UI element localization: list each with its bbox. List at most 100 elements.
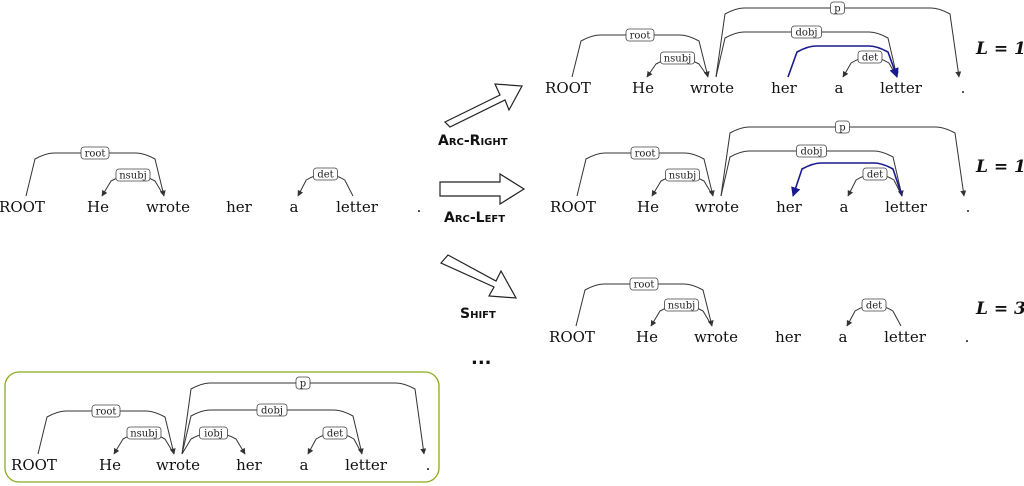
arc-label-p: p (834, 4, 840, 15)
arc-label-box-dobj (256, 403, 288, 417)
arc-label-box-det (861, 298, 887, 312)
arc-label-iobj: iobj (204, 429, 223, 440)
arc-label-det: det (317, 170, 333, 181)
shift-label: Shift (460, 306, 496, 322)
arc-label-box-dobj (791, 25, 822, 39)
word-token-3: her (776, 198, 803, 216)
arc-left-arrow-icon (439, 172, 526, 206)
arc-label-dobj: dobj (801, 147, 823, 158)
arc-label-det: det (866, 301, 882, 312)
arc-p (720, 126, 967, 197)
word-token-3: her (775, 328, 802, 346)
word-token-1: He (637, 198, 659, 216)
word-token-5: letter (884, 328, 927, 346)
shift-arrow-icon (440, 254, 518, 299)
arc-left-label: Arc-Left (444, 210, 505, 226)
word-token-4: a (835, 79, 844, 97)
arc-right-label: Arc-Right (438, 133, 508, 149)
arc-right-arrow-icon (443, 83, 523, 128)
word-token-2: wrote (690, 79, 734, 97)
loss-arc-right: L = 1 (975, 39, 1024, 59)
word-token-2: wrote (695, 198, 739, 216)
word-token-2: wrote (694, 328, 738, 346)
arc-label-box-root (91, 404, 121, 418)
arc-label-box-root (80, 146, 110, 160)
arc-label-nsubj: nsubj (130, 429, 158, 440)
arc-label-nsubj: nsubj (119, 171, 147, 182)
arc-p (715, 7, 962, 78)
more-actions-ellipsis: ... (471, 348, 492, 369)
word-token-2: wrote (146, 198, 190, 216)
arc-label-box-det (322, 426, 348, 440)
word-token-3: her (771, 79, 798, 97)
arc-label-dobj: dobj (796, 28, 818, 39)
word-token-1: He (87, 198, 109, 216)
shift-result-tree: ROOT He wrote her a letter. root nsubj det (549, 277, 970, 346)
current-configuration-tree: ROOT He wrote her a letter. root nsubj det (0, 146, 422, 216)
word-token-0: ROOT (549, 328, 595, 346)
word-token-5: letter (885, 198, 928, 216)
arc-label-det: det (862, 53, 878, 64)
word-token-6: . (966, 198, 971, 216)
arc-label-p: p (300, 379, 306, 390)
arc-label-box-root (625, 28, 655, 42)
gold-tree-box (4, 371, 440, 483)
arc-label-root: root (96, 407, 117, 418)
arc-label-box-root (630, 146, 660, 160)
arc-left-result-tree: ROOT He wrote her a letter. root nsubj dobj p det (550, 120, 971, 216)
word-token-6: . (961, 79, 966, 97)
word-token-0: ROOT (11, 456, 57, 474)
new-arc-highlight (787, 45, 899, 78)
word-token-1: He (636, 328, 658, 346)
arc-label-box-nsubj (665, 168, 700, 182)
arc-label-root: root (85, 149, 106, 160)
arc-label-det: det (327, 429, 343, 440)
arc-label-box-nsubj (664, 298, 699, 312)
word-token-4: a (840, 198, 849, 216)
arc-label-root: root (634, 280, 655, 291)
arc-label-p: p (839, 123, 845, 134)
arc-label-box-dobj (796, 144, 827, 158)
arc-label-box-det (862, 167, 888, 181)
word-token-1: He (99, 456, 121, 474)
arc-label-box-p (830, 1, 845, 15)
word-token-0: ROOT (0, 198, 45, 216)
arc-label-box-iobj (199, 426, 228, 440)
arc-label-box-p (835, 120, 850, 134)
word-token-5: letter (880, 79, 923, 97)
word-token-4: a (839, 328, 848, 346)
arc-label-root: root (630, 31, 651, 42)
word-token-6: . (426, 456, 431, 474)
arc-right-result-tree: ROOT He wrote her a letter. root nsubj dobj p det (545, 1, 966, 97)
arc-label-box-nsubj (126, 426, 162, 440)
word-token-5: letter (336, 198, 379, 216)
word-token-0: ROOT (550, 198, 596, 216)
arc-label-box-nsubj (115, 168, 151, 182)
word-token-6: . (417, 198, 422, 216)
arc-label-nsubj: nsubj (668, 301, 696, 312)
loss-arc-left: L = 1 (975, 157, 1024, 177)
arc-label-box-root (629, 277, 659, 291)
arc-label-root: root (635, 149, 656, 160)
arc-label-dobj: dobj (261, 406, 283, 417)
arc-label-det: det (867, 170, 883, 181)
word-token-4: a (290, 198, 299, 216)
arc-label-nsubj: nsubj (669, 171, 697, 182)
arc-label-box-det (857, 50, 883, 64)
word-token-1: He (632, 79, 654, 97)
arc-p (181, 382, 427, 455)
arc-label-box-p (295, 376, 311, 390)
word-token-3: her (226, 198, 253, 216)
word-token-0: ROOT (545, 79, 591, 97)
arc-label-box-det (313, 167, 338, 181)
new-arc-highlight (791, 162, 903, 197)
word-token-5: letter (345, 456, 388, 474)
arc-label-box-nsubj (660, 51, 695, 65)
arc-label-nsubj: nsubj (664, 54, 692, 65)
word-token-4: a (300, 456, 309, 474)
loss-shift: L = 3 (975, 299, 1024, 319)
word-token-6: . (965, 328, 970, 346)
word-token-3: her (236, 456, 263, 474)
